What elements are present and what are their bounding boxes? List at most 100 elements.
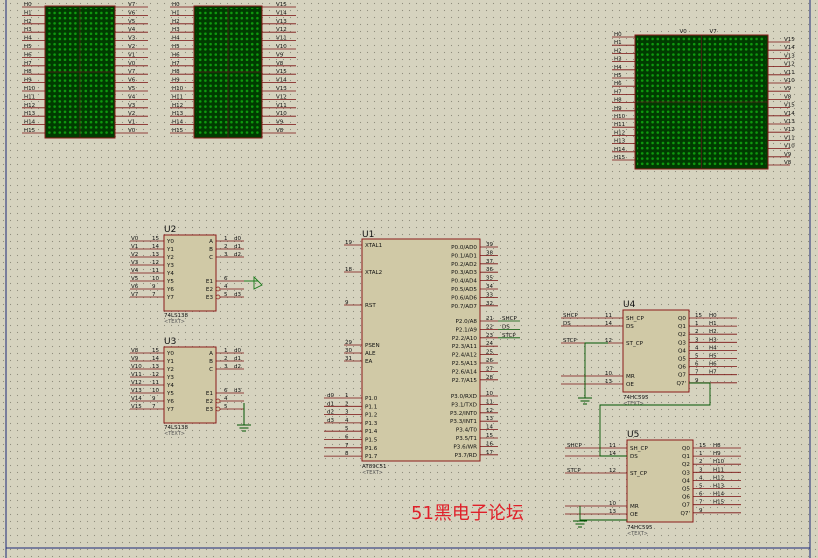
pin-name: P0.0/AD0 (451, 245, 477, 251)
matrix-col-label: V0 (128, 61, 136, 67)
net-label: H8 (713, 443, 721, 449)
net-label: V5 (131, 276, 139, 282)
pin-name: P0.6/AD6 (451, 295, 477, 301)
net-label: STCP (502, 333, 516, 339)
matrix-col-label: V1 (128, 52, 135, 58)
matrix-row-label: H4 (172, 36, 180, 42)
pin-number: 8 (345, 451, 349, 457)
matrix-row-label: H1 (614, 40, 622, 46)
pin-number: 15 (152, 236, 159, 242)
matrix-col-label: V10 (784, 78, 795, 84)
pin-name: P1.2 (365, 413, 377, 419)
matrix-col-label: V3 (128, 103, 136, 109)
net-label: d2 (234, 364, 241, 370)
pin-number: 4 (224, 284, 228, 290)
pin-number: 34 (486, 284, 493, 290)
pin-name: P3.6/WR (453, 444, 477, 450)
pin-name: P0.7/AD7 (451, 304, 477, 310)
pin-name: E3 (206, 295, 214, 301)
pin-name: P1.0 (365, 396, 378, 402)
pin-number: 1 (695, 321, 699, 327)
pin-name: Y3 (166, 375, 174, 381)
matrix-row-label: H7 (24, 61, 32, 67)
pin-name: Q4 (678, 348, 686, 354)
matrix-col-label: V10 (276, 44, 287, 50)
matrix-col-label: V6 (128, 10, 136, 16)
matrix-row-label: H6 (614, 81, 622, 87)
watermark: 51黑电子论坛 (411, 503, 524, 524)
pin-number: 6 (695, 362, 699, 368)
pin-number: 29 (345, 340, 352, 346)
chip-body (622, 309, 690, 393)
matrix-col-label: V9 (276, 52, 284, 58)
led-matrix-right[interactable]: H0H1H2H3H4H5H6H7H8H9H10H11H12H13H14H15V1… (612, 29, 795, 170)
matrix-row-label: H2 (24, 19, 32, 25)
matrix-row-label: H3 (614, 57, 622, 63)
matrix-col-label: V4 (128, 27, 136, 33)
pin-number: 39 (486, 242, 493, 248)
pin-name: ALE (365, 351, 376, 357)
matrix-col-label: V7 (128, 2, 136, 8)
net-label: V13 (131, 388, 142, 394)
pin-number: 15 (486, 433, 493, 439)
pin-number: 5 (224, 292, 228, 298)
pin-name: Y4 (166, 271, 174, 277)
led-matrix-left[interactable]: H0H1H2H3H4H5H6H7H8H9H10H11H12H13H14H15V7… (22, 2, 148, 139)
ground-icon (573, 520, 587, 528)
matrix-row-label: H14 (614, 147, 626, 153)
matrix-col-label: V13 (784, 53, 795, 59)
ground-icon (578, 397, 592, 405)
matrix-row-label: H5 (172, 44, 180, 50)
matrix-col-label: V4 (128, 94, 136, 100)
pin-name: Y7 (166, 295, 174, 301)
matrix-row-label: H2 (172, 19, 180, 25)
net-label: H14 (713, 492, 725, 498)
pin-number: 9 (345, 300, 349, 306)
led-matrix-middle[interactable]: H0H1H2H3H4H5H6H7H8H9H10H11H12H13H14H15V1… (170, 2, 296, 139)
pin-number: 33 (486, 292, 493, 298)
pin-name: B (209, 247, 213, 253)
pin-name: C (209, 367, 213, 373)
pin-number: 4 (345, 418, 349, 424)
net-label: H11 (713, 467, 724, 473)
pin-name: Q5 (682, 487, 690, 493)
matrix-col-label: V11 (784, 135, 795, 141)
matrix-top-label: V7 (710, 29, 718, 35)
pin-name: P1.1 (365, 404, 378, 410)
matrix-row-label: H0 (24, 2, 32, 8)
net-label: V15 (131, 404, 142, 410)
pin-name: Y5 (166, 391, 174, 397)
pin-number: 14 (152, 356, 159, 362)
chip-body (361, 238, 481, 462)
chip-text-tag: <TEXT> (627, 531, 648, 537)
pin-name: Q1 (682, 454, 690, 460)
pin-name: P0.3/AD3 (451, 270, 477, 276)
pin-number: 2 (224, 356, 228, 362)
net-label: H6 (709, 362, 717, 368)
pin-name: E3 (206, 407, 214, 413)
pin-number: 1 (224, 348, 228, 354)
net-label: V10 (131, 364, 142, 370)
matrix-row-label: H9 (172, 78, 180, 84)
net-label: d2 (327, 410, 334, 416)
matrix-col-label: V14 (276, 10, 287, 16)
pin-number: 18 (345, 267, 352, 273)
pin-number: 9 (699, 508, 703, 514)
pin-name: XTAL1 (365, 243, 383, 249)
net-label: V14 (131, 396, 142, 402)
inverter-bubble (215, 286, 221, 292)
matrix-row-label: H3 (172, 27, 180, 33)
pin-number: 11 (605, 313, 612, 319)
net-label: H15 (713, 500, 725, 506)
pin-number: 9 (152, 284, 156, 290)
pin-number: 28 (486, 375, 493, 381)
pin-name: P0.2/AD2 (451, 262, 477, 268)
pin-number: 14 (486, 425, 493, 431)
net-label: H4 (709, 345, 717, 351)
